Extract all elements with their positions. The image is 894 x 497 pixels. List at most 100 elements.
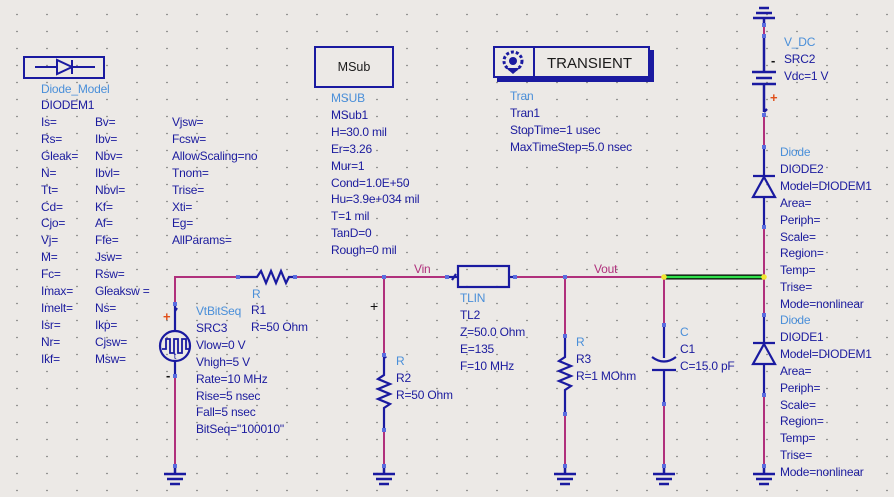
r2-symbol[interactable] xyxy=(375,354,393,430)
r1-instance[interactable]: R1 xyxy=(251,303,266,317)
param[interactable]: Rate=10 MHz xyxy=(196,371,268,386)
net-label-vout[interactable]: Vout xyxy=(594,262,618,276)
msub-instance[interactable]: MSub1 xyxy=(331,107,369,122)
param[interactable]: Cd= xyxy=(41,199,63,214)
param[interactable]: Nbvl= xyxy=(95,182,126,197)
diode-model-symbol[interactable] xyxy=(23,56,105,79)
param[interactable]: Fcsw= xyxy=(172,131,207,146)
param[interactable]: Cjo= xyxy=(41,216,66,231)
param[interactable]: Tt= xyxy=(41,182,59,197)
diode-model-instance[interactable]: DIODEM1 xyxy=(41,98,95,112)
r1-symbol[interactable] xyxy=(238,268,295,286)
param[interactable]: T=1 mil xyxy=(331,209,370,224)
param[interactable]: AllParams= xyxy=(172,233,232,248)
param[interactable]: StopTime=1 usec xyxy=(510,122,601,137)
r3-type-label[interactable]: R xyxy=(576,335,585,349)
param[interactable]: R=50 Ohm xyxy=(396,387,453,402)
diode1-type-label[interactable]: Diode xyxy=(780,313,811,327)
param[interactable]: Area= xyxy=(780,195,812,210)
param[interactable]: Nbv= xyxy=(95,148,123,163)
r1-type-label[interactable]: R xyxy=(252,287,261,301)
param[interactable]: Ibv= xyxy=(95,131,118,146)
param[interactable]: Ikp= xyxy=(95,317,118,332)
param[interactable]: Trise= xyxy=(780,280,813,295)
param[interactable]: Nr= xyxy=(41,334,61,349)
param[interactable]: Temp= xyxy=(780,263,816,278)
param[interactable]: H=30.0 mil xyxy=(331,124,387,139)
net-label-vin[interactable]: Vin xyxy=(414,262,431,276)
vdc-type-label[interactable]: V_DC xyxy=(784,35,816,49)
param[interactable]: Ikf= xyxy=(41,351,60,366)
param[interactable]: F=10 MHz xyxy=(460,358,515,373)
r3-instance[interactable]: R3 xyxy=(576,351,591,366)
diode1-symbol[interactable] xyxy=(751,315,777,395)
param[interactable]: Fc= xyxy=(41,267,61,282)
r2-type-label[interactable]: R xyxy=(396,354,405,368)
vdc-source-symbol[interactable] xyxy=(752,36,776,113)
param[interactable]: Periph= xyxy=(780,212,821,227)
msub-component-box[interactable]: MSub xyxy=(314,46,394,88)
param[interactable]: Fall=5 nsec xyxy=(196,405,256,420)
param[interactable]: Area= xyxy=(780,363,812,378)
param[interactable]: Tnom= xyxy=(172,165,209,180)
tl2-instance[interactable]: TL2 xyxy=(460,307,481,322)
r2-instance[interactable]: R2 xyxy=(396,370,411,385)
transient-component-box[interactable]: TRANSIENT xyxy=(493,46,650,78)
diode1-instance[interactable]: DIODE1 xyxy=(780,329,824,344)
vdc-instance[interactable]: SRC2 xyxy=(784,51,816,66)
param[interactable]: Imelt= xyxy=(41,300,73,315)
diode2-instance[interactable]: DIODE2 xyxy=(780,161,824,176)
param[interactable]: Xti= xyxy=(172,199,193,214)
param[interactable]: Cjsw= xyxy=(95,334,128,349)
param[interactable]: Imax= xyxy=(41,284,74,299)
param[interactable]: Vdc=1 V xyxy=(784,68,829,83)
param[interactable]: M= xyxy=(41,250,58,265)
param[interactable]: Gleaksw = xyxy=(95,284,150,299)
param[interactable]: Hu=3.9e+034 mil xyxy=(331,192,420,207)
tl2-symbol[interactable] xyxy=(447,264,515,289)
param[interactable]: R=50 Ohm xyxy=(251,319,308,334)
diode2-type-label[interactable]: Diode xyxy=(780,145,811,159)
param[interactable]: MaxTimeStep=5.0 nsec xyxy=(510,139,632,154)
param[interactable]: Rough=0 mil xyxy=(331,243,397,258)
param[interactable]: C=15.0 pF xyxy=(680,358,735,373)
tran-type-label[interactable]: Tran xyxy=(510,89,534,103)
param[interactable]: Vhigh=5 V xyxy=(196,354,250,369)
param[interactable]: Ns= xyxy=(95,300,117,315)
param[interactable]: Er=3.26 xyxy=(331,141,372,156)
param[interactable]: Vlow=0 V xyxy=(196,337,246,352)
c1-symbol[interactable] xyxy=(651,325,677,404)
param[interactable]: Model=DIODEM1 xyxy=(780,178,872,193)
src3-instance[interactable]: SRC3 xyxy=(196,320,228,335)
param[interactable]: Region= xyxy=(780,414,824,429)
tran-instance[interactable]: Tran1 xyxy=(510,105,540,120)
param[interactable]: BitSeq="100010" xyxy=(196,422,284,437)
msub-type-label[interactable]: MSUB xyxy=(331,91,365,105)
param[interactable]: Scale= xyxy=(780,397,816,412)
r3-symbol[interactable] xyxy=(556,336,574,414)
c1-instance[interactable]: C1 xyxy=(680,341,695,356)
param[interactable]: Rise=5 nsec xyxy=(196,388,261,403)
diode-model-type-label[interactable]: Diode_Model xyxy=(41,82,110,96)
param[interactable]: Mur=1 xyxy=(331,158,365,173)
param[interactable]: Af= xyxy=(95,216,113,231)
param[interactable]: Z=50.0 Ohm xyxy=(460,324,526,339)
param[interactable]: Jsw= xyxy=(95,250,122,265)
tl2-type-label[interactable]: TLIN xyxy=(460,291,486,305)
param[interactable]: Scale= xyxy=(780,229,816,244)
diode2-symbol[interactable] xyxy=(751,147,777,227)
c1-type-label[interactable]: C xyxy=(680,325,689,339)
param[interactable]: E=135 xyxy=(460,341,495,356)
param[interactable]: Periph= xyxy=(780,380,821,395)
src3-symbol[interactable] xyxy=(158,304,192,376)
param[interactable]: Model=DIODEM1 xyxy=(780,346,872,361)
param[interactable]: Cond=1.0E+50 xyxy=(331,175,410,190)
param[interactable]: Region= xyxy=(780,246,824,261)
param[interactable]: Rs= xyxy=(41,131,63,146)
param[interactable]: TanD=0 xyxy=(331,226,372,241)
param[interactable]: Temp= xyxy=(780,431,816,446)
param[interactable]: Vjsw= xyxy=(172,115,204,129)
param[interactable]: Kf= xyxy=(95,199,113,214)
param[interactable]: Isr= xyxy=(41,317,61,332)
